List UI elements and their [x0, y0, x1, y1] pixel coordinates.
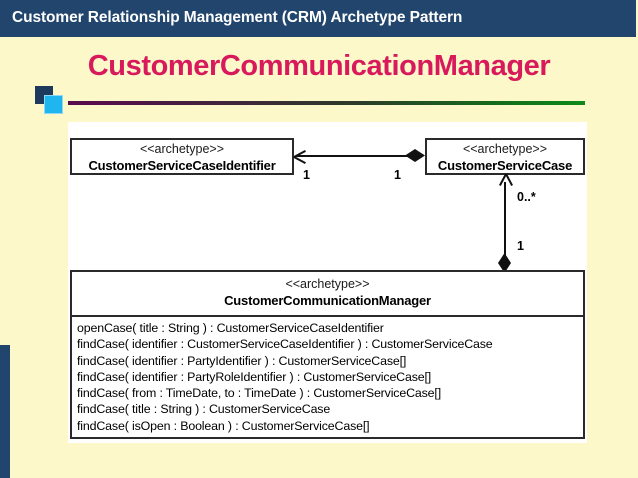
uml-stereotype-label: <<archetype>> — [285, 277, 370, 291]
page-title: CustomerCommunicationManager — [87, 50, 551, 82]
uml-class-name: CustomerServiceCase — [437, 157, 573, 173]
uml-method-row: findCase( title : String ) : CustomerSer… — [77, 402, 331, 417]
multiplicity-label-vertical-bottom: 1 — [517, 239, 524, 253]
multiplicity-label-horizontal-right: 1 — [394, 168, 401, 182]
uml-method-row: findCase( isOpen : Boolean ) : CustomerS… — [77, 418, 370, 433]
uml-stereotype-label: <<archetype>> — [139, 142, 225, 156]
decorative-square-cyan-icon — [44, 95, 63, 114]
uml-method-row: findCase( identifier : PartyIdentifier )… — [77, 353, 407, 368]
title-divider-rule — [68, 101, 585, 105]
uml-stereotype-label: <<archetype>> — [462, 142, 548, 156]
association-line-horizontal — [296, 155, 421, 157]
multiplicity-label-horizontal-left: 1 — [303, 168, 310, 182]
uml-method-row: openCase( title : String ) : CustomerSer… — [77, 321, 384, 335]
uml-method-row: findCase( from : TimeDate, to : TimeDate… — [77, 386, 442, 401]
uml-class-name: CustomerCommunicationManager — [224, 292, 431, 308]
composition-diamond-bottom-icon — [498, 253, 511, 273]
uml-method-compartment: openCase( title : String ) : CustomerSer… — [72, 317, 583, 434]
association-line-vertical — [504, 182, 506, 262]
header-band: Customer Relationship Management (CRM) A… — [0, 0, 636, 37]
multiplicity-label-vertical-top: 0..* — [517, 190, 536, 204]
uml-class-customer-communication-manager[interactable]: <<archetype>> CustomerCommunicationManag… — [70, 270, 585, 439]
uml-class-customer-service-case[interactable]: <<archetype>> CustomerServiceCase — [425, 138, 585, 175]
uml-class-header-compartment: <<archetype>> CustomerCommunicationManag… — [72, 272, 583, 317]
composition-diamond-right-icon — [405, 149, 425, 162]
header-title: Customer Relationship Management (CRM) A… — [12, 9, 463, 26]
uml-method-row: findCase( identifier : CustomerServiceCa… — [77, 337, 493, 352]
uml-class-name: CustomerServiceCaseIdentifier — [88, 157, 276, 173]
uml-class-customer-service-case-identifier[interactable]: <<archetype>> CustomerServiceCaseIdentif… — [70, 138, 294, 175]
left-accent-bar — [0, 345, 10, 478]
association-arrowhead-up-icon — [498, 174, 512, 186]
association-arrowhead-left-icon — [294, 149, 306, 163]
uml-method-row: findCase( identifier : PartyRoleIdentifi… — [77, 369, 432, 384]
